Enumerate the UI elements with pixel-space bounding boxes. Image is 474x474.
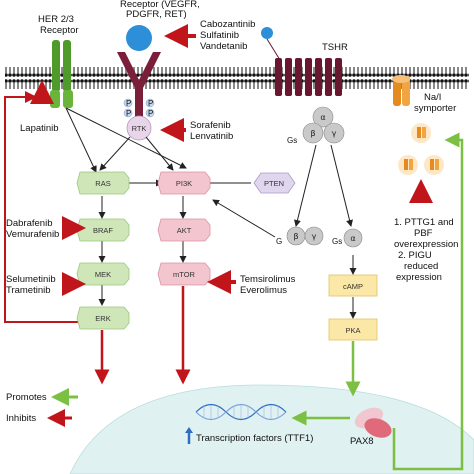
svg-text:P: P xyxy=(148,109,153,118)
pka-node xyxy=(328,318,378,341)
nai-label-line2: symporter xyxy=(414,103,456,114)
cell-membrane xyxy=(5,64,469,90)
drug-vandetanib: Vandetanib xyxy=(200,41,247,52)
node-pten: PTEN xyxy=(264,179,284,188)
node-braf: BRAF xyxy=(93,226,113,235)
pi3k-pathway xyxy=(157,171,211,286)
drug-lenvatinib: Lenvatinib xyxy=(190,131,233,142)
phospho-sites: P P P P xyxy=(123,98,155,118)
drug-everolimus: Everolimus xyxy=(240,285,287,296)
g-beta: β xyxy=(310,129,315,138)
ras-pathway xyxy=(76,171,130,330)
camp-node xyxy=(328,274,378,297)
dna-helix xyxy=(195,403,287,421)
her-label-line1: HER 2/3 xyxy=(38,14,74,25)
node-camp: cAMP xyxy=(343,282,363,291)
drug-selumetinib: Selumetinib xyxy=(6,274,56,285)
legend-inhibits: Inhibits xyxy=(6,413,36,424)
g-beta-2: β xyxy=(293,232,298,241)
feedback-loop xyxy=(4,91,78,323)
nai-label-line1: Na/I xyxy=(424,92,441,103)
svg-text:P: P xyxy=(148,99,153,108)
her-receptor xyxy=(50,40,73,108)
nucleus-region xyxy=(69,384,474,474)
pten-node xyxy=(253,172,296,194)
nis-note-6: expression xyxy=(396,272,442,283)
gs-label: Gs xyxy=(287,136,297,145)
drug-trametinib: Trametinib xyxy=(6,285,51,296)
nis-note-2: PBF xyxy=(414,228,433,239)
g-gamma-2: γ xyxy=(312,232,317,241)
nai-symporter xyxy=(392,75,410,106)
node-mek: MEK xyxy=(95,270,111,279)
g-gamma: γ xyxy=(332,129,337,138)
drug-dabrafenib: Dabrafenib xyxy=(6,218,52,229)
gs-alpha xyxy=(343,228,363,248)
g-label: G xyxy=(276,237,282,246)
svg-text:P: P xyxy=(126,109,131,118)
node-mtor: mTOR xyxy=(173,270,196,279)
rtk-receptor xyxy=(117,25,161,141)
node-akt: AKT xyxy=(177,226,192,235)
nis-note-4: 2. PIGU xyxy=(398,250,432,261)
drug-lapatinib: Lapatinib xyxy=(20,123,59,134)
g-alpha: α xyxy=(320,113,325,122)
tshr-receptor xyxy=(261,27,342,96)
signal-arrows xyxy=(65,107,357,319)
g-protein-trimer xyxy=(302,106,345,144)
nis-note-5: reduced xyxy=(404,261,438,272)
rtk-label-line2: PDGFR, RET) xyxy=(126,9,187,20)
her-label-line2: Receptor xyxy=(40,25,79,36)
legend-promotes: Promotes xyxy=(6,392,47,403)
drug-vemurafenib: Vemurafenib xyxy=(6,229,59,240)
g-beta-gamma xyxy=(286,226,324,246)
node-ras: RAS xyxy=(95,179,110,188)
drug-sorafenib: Sorafenib xyxy=(190,120,231,131)
pax8-label: PAX8 xyxy=(350,436,374,447)
drug-sulfatinib: Sulfatinib xyxy=(200,30,239,41)
node-erk: ERK xyxy=(95,314,110,323)
rtk-core-label: RTK xyxy=(132,124,147,133)
nis-note-3: overexpression xyxy=(394,239,458,250)
tshr-label: TSHR xyxy=(322,42,348,53)
node-pi3k: PI3K xyxy=(176,179,192,188)
svg-text:P: P xyxy=(126,99,131,108)
node-pka: PKA xyxy=(345,326,360,335)
nis-expression-arrow xyxy=(392,132,464,471)
tf-label: Transcription factors (TTF1) xyxy=(196,433,313,444)
drug-cabozantinib: Cabozantinib xyxy=(200,19,255,30)
pax8-shape xyxy=(354,407,392,438)
nis-vesicles xyxy=(398,123,444,175)
drug-temsirolimus: Temsirolimus xyxy=(240,274,296,285)
gs-label-2: Gs xyxy=(332,237,342,246)
nis-note-1: 1. PTTG1 and xyxy=(394,217,454,228)
rtk-label-line1: Receptor (VEGFR, xyxy=(120,0,200,10)
g-alpha-2: α xyxy=(350,234,355,243)
